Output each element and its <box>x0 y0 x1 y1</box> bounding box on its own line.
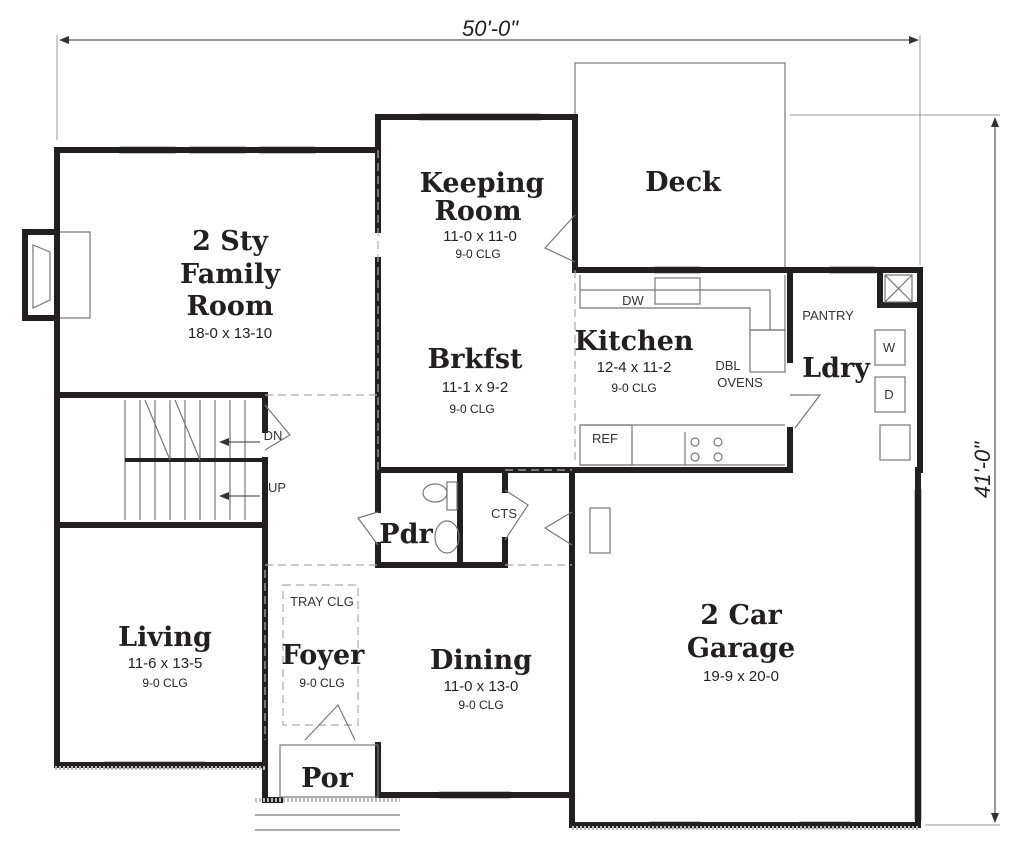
room-name: Living <box>118 622 212 653</box>
depth-label: 41'-0" <box>970 441 995 498</box>
room-size: 11-6 x 13-5 <box>128 655 203 672</box>
room-ceiling: 9-0 CLG <box>142 676 187 690</box>
width-dimension: 50'-0" <box>56 16 921 265</box>
fireplace <box>22 229 60 321</box>
room-living: Living 11-6 x 13-5 9-0 CLG <box>118 622 212 690</box>
room-porch: Por <box>301 763 354 794</box>
room-name: Brkfst <box>427 344 523 375</box>
room-family: 2 Sty Family Room 18-0 x 13-10 <box>180 226 281 342</box>
room-size: 11-0 x 11-0 <box>443 228 517 245</box>
room-name: 2 Sty <box>192 226 269 257</box>
refrigerator-label: REF <box>592 431 618 446</box>
room-size: 11-1 x 9-2 <box>442 379 508 396</box>
width-label: 50'-0" <box>462 16 519 41</box>
kitchen-counters <box>544 214 913 466</box>
room-deck: Deck <box>645 167 722 198</box>
room-garage: 2 Car Garage 19-9 x 20-0 <box>687 600 795 685</box>
room-kitchen: Kitchen 12-4 x 11-2 9-0 CLG <box>574 326 693 395</box>
room-size: 19-9 x 20-0 <box>703 668 779 685</box>
room-name: Room <box>434 196 521 227</box>
room-size: 18-0 x 13-10 <box>188 325 272 342</box>
room-ceiling: 9-0 CLG <box>449 402 494 416</box>
tray-ceiling-label: TRAY CLG <box>290 594 354 609</box>
room-name: Kitchen <box>574 326 693 357</box>
powder-fixtures <box>55 481 920 831</box>
room-foyer: TRAY CLG Foyer 9-0 CLG <box>282 594 366 690</box>
stairs-down-label: DN <box>264 428 283 443</box>
room-name: Foyer <box>282 640 366 671</box>
room-ldry: Ldry <box>802 353 871 384</box>
washer-label: W <box>883 340 896 355</box>
depth-dimension: 41'-0" <box>790 114 1000 826</box>
room-name: Keeping <box>420 168 545 199</box>
room-name: Garage <box>687 633 795 664</box>
room-ceiling: 9-0 CLG <box>458 698 503 712</box>
ovens-label: DBL <box>715 358 740 373</box>
room-name: Family <box>180 259 281 290</box>
room-ceiling: 9-0 CLG <box>455 247 500 261</box>
room-name: 2 Car <box>700 600 782 631</box>
ovens-label: OVENS <box>717 375 763 390</box>
coats-closet-label: CTS <box>491 506 517 521</box>
dryer-label: D <box>884 387 893 402</box>
room-size: 12-4 x 11-2 <box>597 359 672 376</box>
room-pdr: Pdr <box>379 519 433 550</box>
room-keeping: Keeping Room 11-0 x 11-0 9-0 CLG <box>420 168 545 261</box>
room-size: 11-0 x 13-0 <box>444 678 519 695</box>
pantry-label: PANTRY <box>802 308 854 323</box>
room-name: Room <box>186 291 273 322</box>
room-ceiling: 9-0 CLG <box>299 676 344 690</box>
dishwasher-label: DW <box>622 293 644 308</box>
stairs-up-label: UP <box>268 480 286 495</box>
room-name: Dining <box>430 645 532 676</box>
fixture-labels: DW REF DBL OVENS PANTRY W D CTS DN UP <box>264 293 896 521</box>
staircase <box>124 399 291 520</box>
room-ceiling: 9-0 CLG <box>611 381 656 395</box>
room-dining: Dining 11-0 x 13-0 9-0 CLG <box>430 645 532 712</box>
room-brkfst: Brkfst 11-1 x 9-2 9-0 CLG <box>427 344 523 416</box>
